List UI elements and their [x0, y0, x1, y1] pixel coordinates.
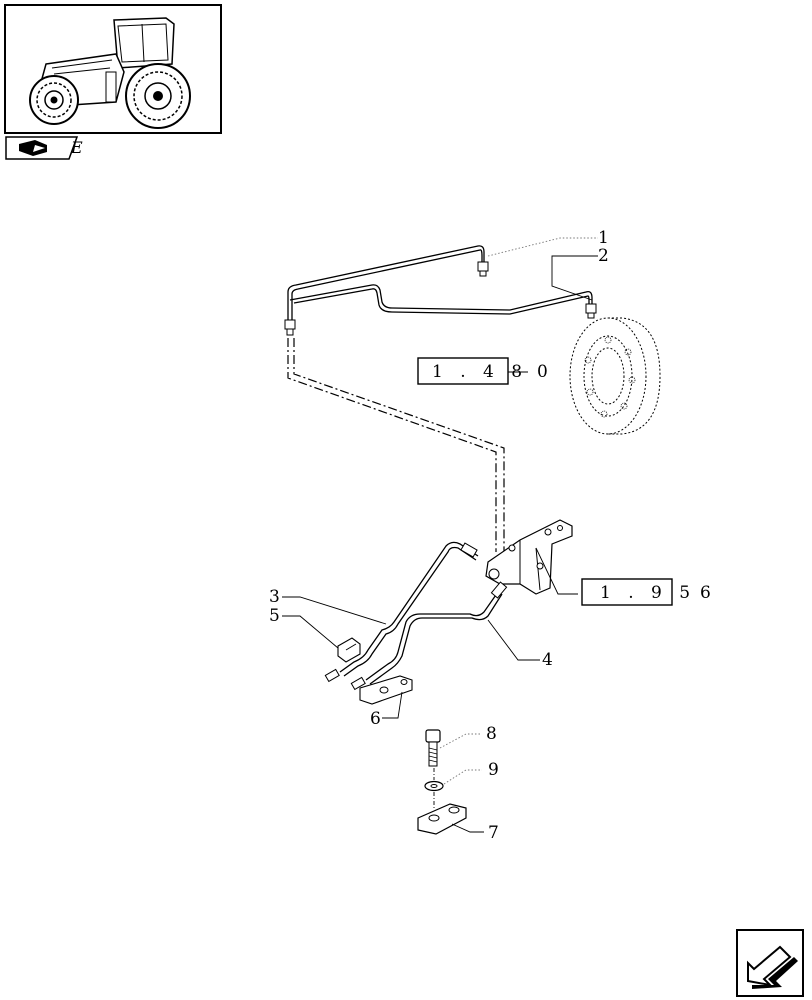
callout-4: 4: [542, 650, 553, 670]
callout-5: 5: [269, 606, 280, 626]
union-left: [284, 319, 296, 330]
fitting-c: [324, 668, 340, 683]
bracket-6: [359, 675, 413, 705]
brake-drum: [569, 317, 661, 435]
dashed-connection: [287, 338, 505, 552]
reference-1-48[interactable]: 1 . 4 8 0: [417, 357, 548, 385]
next-page-button[interactable]: [736, 929, 804, 997]
callout-6: 6: [370, 709, 381, 729]
callout-8: 8: [486, 724, 497, 744]
tractor-thumbnail: [4, 4, 222, 134]
bolt-8: [425, 729, 441, 767]
pipe-clip-5: [337, 637, 361, 663]
tractor-thumbnail-icon: [29, 17, 191, 129]
callout-9: 9: [488, 760, 499, 780]
reference-1-95[interactable]: 1 . 9 5 6: [581, 578, 711, 606]
upper-brake-pipes: [284, 245, 597, 336]
reference-1-95-text: 1 . 9 5: [600, 583, 696, 603]
book-tab-icon: [5, 136, 79, 160]
leader-lines: [282, 237, 598, 833]
callout-7: 7: [488, 823, 499, 843]
reference-1-48-text: 1 . 4 8: [432, 362, 528, 382]
section-tab-letter: E: [71, 138, 83, 157]
washer-9: [424, 780, 444, 792]
lower-brake-pipes: [324, 541, 508, 691]
callout-2: 2: [598, 246, 609, 266]
reference-1-95-suffix: 6: [700, 583, 711, 603]
union-1: [477, 261, 489, 272]
union-2: [585, 303, 597, 314]
callout-1: 1: [598, 228, 609, 248]
fitting-b: [490, 581, 508, 599]
fitting-a: [460, 542, 478, 558]
next-page-arrow-icon: [747, 945, 798, 989]
brake-valve: [485, 519, 573, 595]
clamp-plate-7: [417, 803, 467, 835]
section-tab[interactable]: E: [5, 136, 83, 160]
callout-3: 3: [269, 587, 280, 607]
reference-1-48-suffix: 0: [537, 362, 548, 382]
fitting-d: [350, 676, 366, 691]
